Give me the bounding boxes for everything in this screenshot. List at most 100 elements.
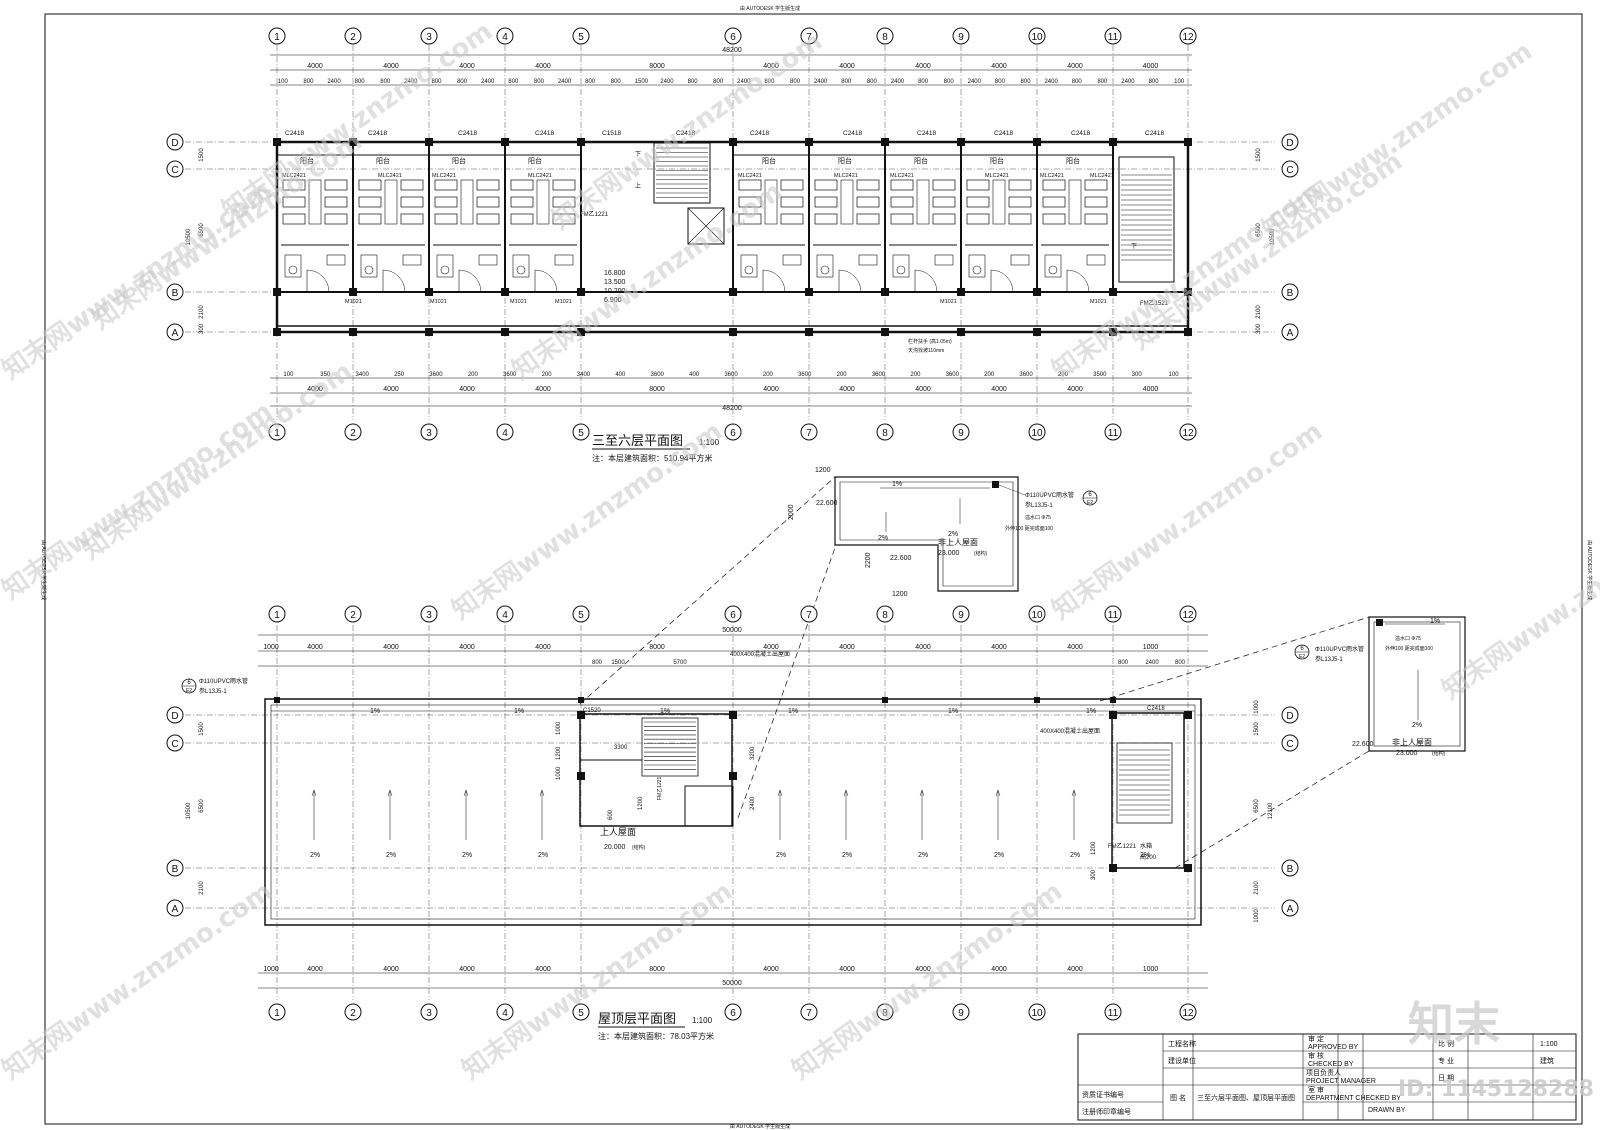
tb-major: 建筑 bbox=[1540, 1056, 1554, 1065]
roof-elev: 20.000 bbox=[604, 844, 626, 851]
upper-bay-dim-top: 4000 bbox=[383, 63, 399, 70]
upper-grid-top-label: 6 bbox=[730, 32, 736, 43]
upper-bay-dim-top: 4000 bbox=[915, 63, 931, 70]
roof-bay-dim-top: 1000 bbox=[1143, 644, 1159, 651]
roof-slope-2pct: 2% bbox=[386, 852, 396, 859]
upper-detail-dim-bottom: 200 bbox=[1058, 372, 1069, 378]
roof-pipe-note: Φ110UPVC雨水管 bbox=[199, 677, 248, 685]
stair-dim-2400: 2400 bbox=[750, 796, 756, 810]
upper-grid-top-label: 9 bbox=[958, 32, 964, 43]
upper-grid-top-1: 1 bbox=[268, 27, 286, 45]
roof-grid-top-label: 7 bbox=[806, 610, 812, 621]
detail-a-elev-a: 22.600 bbox=[816, 500, 838, 507]
upper-grid-bottom-11: 11 bbox=[1104, 423, 1122, 441]
upper-detail-dim-top: 2400 bbox=[1044, 79, 1058, 85]
mlc-tag: MLC2421 bbox=[890, 173, 914, 179]
elev-3: 10.200 bbox=[604, 288, 626, 295]
upper-plan-note: 注：本层建筑面积：510.94平方米 bbox=[592, 453, 712, 463]
upper-detail-dim-top: 1500 bbox=[635, 79, 649, 85]
watermark-text: 知末网www.znzmo.com bbox=[217, 16, 498, 225]
upper-detail-dim-bottom: 3600 bbox=[872, 372, 886, 378]
balcony-label: 阳台 bbox=[914, 156, 928, 165]
roof-grid-left-D: D bbox=[166, 706, 184, 724]
roof-detail-dim-top: 800 bbox=[1175, 660, 1186, 666]
detail-a-ref: 6 bbox=[1088, 492, 1092, 498]
detail-b-pipe-ref: 参L13J5-1 bbox=[1315, 655, 1343, 663]
upper-detail-dim-top: 800 bbox=[431, 79, 442, 85]
watermark-text: 知末网www.znzmo.com bbox=[457, 876, 738, 1085]
watermark-text: 知末网www.znzmo.com bbox=[447, 416, 728, 625]
roof-plan-note: 注：本层建筑面积：78.03平方米 bbox=[598, 1031, 714, 1041]
detail-b-elev-note: (结构) bbox=[1432, 750, 1446, 757]
roof-bay-dim-top: 4000 bbox=[383, 644, 399, 651]
upper-grid-bottom-label: 11 bbox=[1108, 428, 1119, 439]
tb-major-label: 专 业 bbox=[1438, 1056, 1454, 1065]
roof-bay-dim-top: 1000 bbox=[263, 644, 279, 651]
upper-detail-dim-top: 100 bbox=[1174, 79, 1185, 85]
door-tag: M1021 bbox=[940, 299, 957, 305]
tb-dept: 室 审 bbox=[1308, 1085, 1324, 1094]
upper-detail-dim-bottom: 3600 bbox=[724, 372, 738, 378]
upper-grid-top-8: 8 bbox=[876, 27, 894, 45]
upper-detail-dim-bottom: 3400 bbox=[577, 372, 591, 378]
roof-hole-note-2: 400X400混凝土出屋面 bbox=[1040, 727, 1100, 735]
upper-detail-dim-top: 800 bbox=[534, 79, 545, 85]
upper-detail-dim-bottom: 250 bbox=[394, 372, 405, 378]
detail-a-elev-roof: 23.000 bbox=[938, 550, 960, 557]
roof-parapet-inner bbox=[270, 704, 1196, 920]
watermark-text: 知末网www.znzmo.com bbox=[787, 876, 1068, 1085]
upper-grid-top-label: 11 bbox=[1108, 32, 1119, 43]
upper-detail-dim-bottom: 200 bbox=[542, 372, 553, 378]
balcony-label: 阳台 bbox=[300, 156, 314, 165]
upper-detail-dim-bottom: 3400 bbox=[356, 372, 370, 378]
upper-detail-dim-top: 800 bbox=[713, 79, 724, 85]
upper-grid-bottom-label: 2 bbox=[350, 428, 356, 439]
door-tag: M1021 bbox=[430, 299, 447, 305]
watermark-text: 知末网www.znzmo.com bbox=[0, 876, 278, 1085]
balcony-label: 阳台 bbox=[452, 156, 466, 165]
upper-detail-dim-bottom: 100 bbox=[283, 372, 294, 378]
detail-b-pipe: Φ110UPVC雨水管 bbox=[1315, 645, 1364, 653]
mlc-tag: MLC2421 bbox=[432, 173, 456, 179]
bottom-mark: 由 AUTODESK 学生版生成 bbox=[730, 1123, 790, 1130]
roof-grid-top-label: 2 bbox=[350, 610, 356, 621]
upper-grid-left-D: D bbox=[166, 133, 184, 151]
upper-detail-dim-bottom: 200 bbox=[910, 372, 921, 378]
tb-approved: 审 定 bbox=[1308, 1034, 1324, 1043]
upper-side-dim: 1500 bbox=[199, 148, 205, 162]
detail-b-slope2: 2% bbox=[1412, 722, 1422, 729]
upper-grid-bottom-label: 5 bbox=[578, 428, 584, 439]
room-furniture bbox=[281, 179, 349, 293]
roof-detail-dim-top: 5700 bbox=[673, 660, 687, 666]
upper-grid-bottom-4: 4 bbox=[496, 423, 514, 441]
mlc-tag: MLC2421 bbox=[378, 173, 402, 179]
upper-stair-right bbox=[1118, 156, 1175, 283]
upper-grid-top-10: 10 bbox=[1028, 27, 1046, 45]
roof-bay-dim-top: 4000 bbox=[991, 644, 1007, 651]
roof-bay-dim-bottom: 4000 bbox=[763, 966, 779, 973]
window-tag: C2418 bbox=[1145, 130, 1165, 137]
upper-side-dim: 2100 bbox=[1256, 305, 1262, 319]
detail-a-dim-4: 1200 bbox=[892, 591, 908, 598]
roof-grid-top-label: 5 bbox=[578, 610, 584, 621]
fm-tag: FM乙1221 bbox=[580, 211, 609, 218]
upper-bay-dim-bottom: 4000 bbox=[991, 386, 1007, 393]
roof-slope-1pct: 1% bbox=[1086, 708, 1096, 715]
detail-a-dim-3: 2200 bbox=[865, 552, 872, 568]
upper-detail-dim-top: 2400 bbox=[660, 79, 674, 85]
upper-grid-right-C: C bbox=[1281, 160, 1299, 178]
upper-detail-dim-bottom: 3500 bbox=[1093, 372, 1107, 378]
roof-side-dim-left: 1500 bbox=[199, 722, 205, 736]
roof-grid-bottom-4: 4 bbox=[496, 1003, 514, 1021]
roof-grid-left-label: A bbox=[172, 904, 179, 915]
room-furniture bbox=[889, 179, 957, 293]
roof-grid-bottom-12: 12 bbox=[1179, 1003, 1197, 1021]
upper-grid-top-3: 3 bbox=[420, 27, 438, 45]
upper-detail-dim-top: 800 bbox=[995, 79, 1006, 85]
detail-a-label: 非上人屋面 bbox=[938, 537, 978, 547]
room-furniture bbox=[509, 179, 577, 293]
upper-grid-bottom-12: 12 bbox=[1179, 423, 1197, 441]
upper-bay-dim-top: 4000 bbox=[839, 63, 855, 70]
upper-detail-dim-top: 800 bbox=[790, 79, 801, 85]
upper-grid-bottom-2: 2 bbox=[344, 423, 362, 441]
